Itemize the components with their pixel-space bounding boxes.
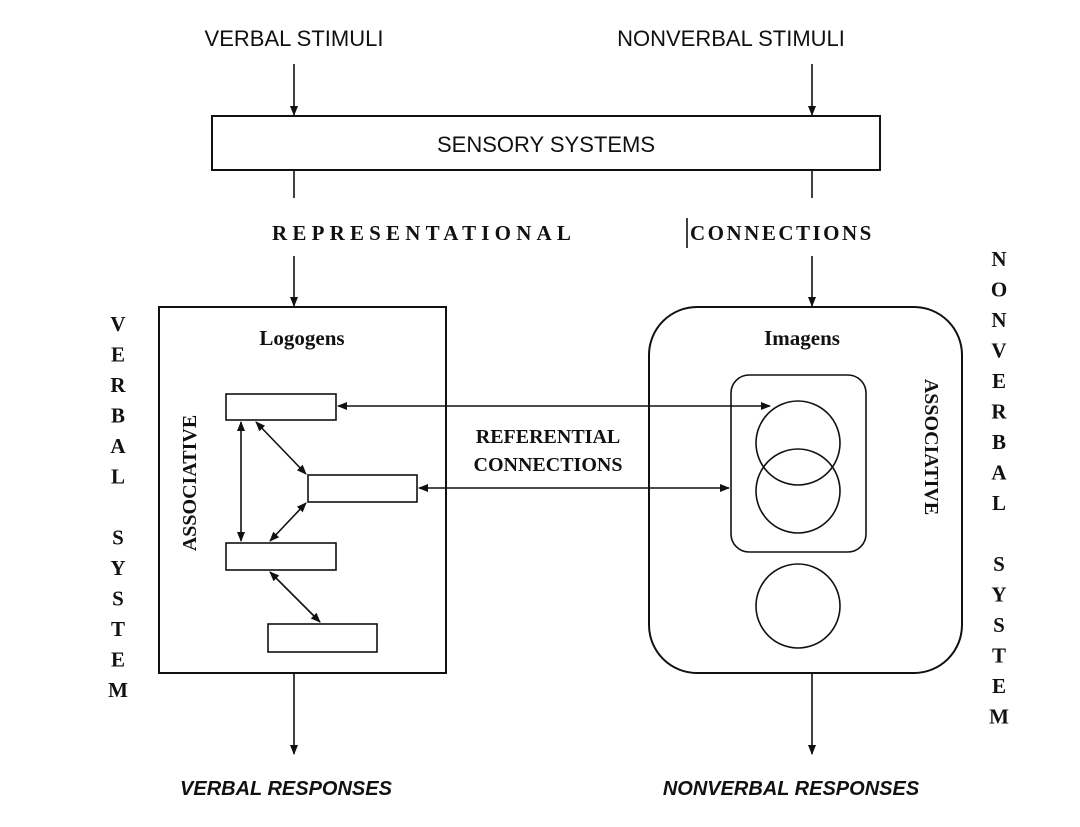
side-label-letter: L [111,465,125,489]
imagens-title: Imagens [764,326,840,350]
imagen-3 [755,563,841,649]
side-label-letter: V [110,312,125,336]
side-label-letter: S [993,613,1005,637]
side-label-letter: N [991,247,1006,271]
referential-label-line1: REFERENTIAL [476,426,620,448]
side-label-letter: R [110,373,126,397]
side-label-letter: M [108,678,128,702]
side-label-letter: T [111,617,125,641]
logogen-assoc-arrow-2-3 [269,502,307,542]
nonverbal-system-box [648,306,963,674]
verbal-associative-label: ASSOCIATIVE [179,415,201,551]
side-label-letter: S [112,526,124,550]
verbal-responses-label: VERBAL RESPONSES [180,778,393,800]
nonverbal-associative-label: ASSOCIATIVE [920,379,942,515]
side-label-letter: E [992,674,1006,698]
nonverbal-stimuli-label: NONVERBAL STIMULI [617,26,845,51]
logogen-assoc-arrow-1-2 [255,421,307,475]
logogen-1 [225,393,337,421]
side-label-letter: R [991,400,1007,424]
logogen-assoc-arrow-3-4 [269,571,321,623]
logogen-4 [267,623,378,653]
side-label-letter: Y [991,583,1006,607]
side-label-letter: M [989,705,1009,729]
sensory-systems-label: SENSORY SYSTEMS [437,132,655,157]
verbal-system-box [158,306,447,674]
side-label-letter: S [993,552,1005,576]
verbal-stimuli-label: VERBAL STIMULI [205,26,384,51]
sensory-systems-box [211,115,881,171]
side-label-letter: E [992,369,1006,393]
nonverbal-responses-label: NONVERBAL RESPONSES [663,778,920,800]
side-label-letter: V [991,339,1006,363]
side-label-letter: E [111,648,125,672]
imagen-group-box [730,374,867,553]
imagen-2 [755,448,841,534]
side-label-letter: A [110,434,126,458]
side-label-letter: A [991,461,1007,485]
representational-label: REPRESENTATIONAL [272,221,576,245]
side-label-letter: N [991,308,1006,332]
side-label-letter: O [991,278,1007,302]
connections-label: CONNECTIONS [690,221,874,245]
side-label-letter: S [112,587,124,611]
side-label-letter: B [111,404,125,428]
logogen-3 [225,542,337,571]
logogens-title: Logogens [259,326,344,350]
imagen-1 [755,400,841,486]
side-label-letter: E [111,343,125,367]
side-label-letter: T [992,644,1006,668]
logogen-2 [307,474,418,503]
side-label-letter: L [992,491,1006,515]
side-label-letter: B [992,430,1006,454]
referential-label-line2: CONNECTIONS [474,454,623,476]
side-label-letter: Y [110,556,125,580]
